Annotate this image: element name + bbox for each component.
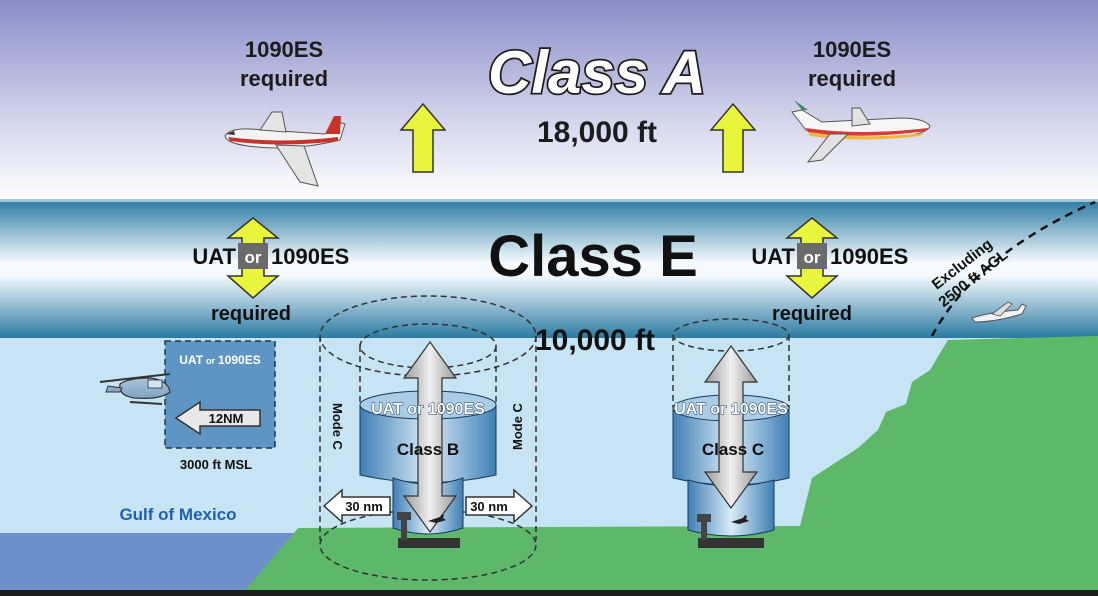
class-a-left-requirement-line1: 1090ES: [245, 37, 323, 62]
vertical-double-arrow-icon: [402, 340, 458, 534]
class-e-right-or: or: [804, 248, 821, 267]
or-badge: [238, 243, 268, 269]
gulf-distance-label: 12NM: [209, 411, 244, 426]
gulf-offshore-area: [164, 340, 276, 449]
class-e-left-uat: UAT: [192, 244, 236, 269]
agl-boundary-line: [930, 200, 1096, 337]
up-arrow-icon: [709, 102, 757, 173]
class-e-title: Class E: [488, 224, 698, 289]
class-c-title: Class C: [702, 440, 764, 459]
class-e-band: [0, 200, 1098, 338]
class-a-right-requirement-line2: required: [808, 66, 896, 91]
right-arrow-icon: [465, 488, 534, 524]
class-a-left-requirement-line2: required: [240, 66, 328, 91]
class-c-airspace: [672, 318, 790, 548]
class-b-mode-c-left: Mode C: [330, 403, 345, 451]
helicopter-icon: [99, 373, 171, 405]
vertical-double-arrow-icon: [703, 344, 759, 510]
class-c-equipment-label: UAT or 1090ES: [674, 401, 788, 418]
small-airplane-icon: [971, 301, 1027, 323]
class-a-altitude: 18,000 ft: [537, 116, 657, 149]
class-e-right-uat: UAT: [751, 244, 795, 269]
class-b-airspace: [319, 295, 537, 581]
bottom-edge: [0, 590, 1098, 596]
class-e-left-required: required: [211, 303, 291, 325]
class-b-radius-right: 30 nm: [470, 499, 508, 514]
airliner-left-icon: [224, 111, 346, 187]
class-e-left-1090es: 1090ES: [271, 244, 349, 269]
class-e-right-required: required: [772, 303, 852, 325]
or-badge: [797, 243, 827, 269]
class-e-right-1090es: 1090ES: [830, 244, 908, 269]
gulf-of-mexico-label: Gulf of Mexico: [119, 505, 236, 524]
up-arrow-icon: [399, 102, 447, 173]
class-a-sky: [0, 0, 1098, 200]
class-e-floor-altitude: 10,000 ft: [535, 324, 655, 357]
class-b-mode-c-right: Mode C: [510, 402, 525, 450]
class-b-airport-plane-icon: [428, 514, 446, 523]
left-arrow-icon: [174, 400, 261, 436]
class-e-left-or: or: [245, 248, 262, 267]
class-b-equipment-label: UAT or 1090ES: [371, 401, 485, 418]
left-arrow-icon: [322, 488, 391, 524]
class-b-title: Class B: [397, 440, 459, 459]
class-a-title: Class A: [488, 39, 706, 106]
class-a-right-requirement-line1: 1090ES: [813, 37, 891, 62]
class-b-radius-left: 30 nm: [345, 499, 383, 514]
class-e-band-top-edge: [0, 199, 1098, 202]
gulf-altitude-label: 3000 ft MSL: [180, 457, 252, 472]
airliner-right-icon: [791, 100, 931, 163]
